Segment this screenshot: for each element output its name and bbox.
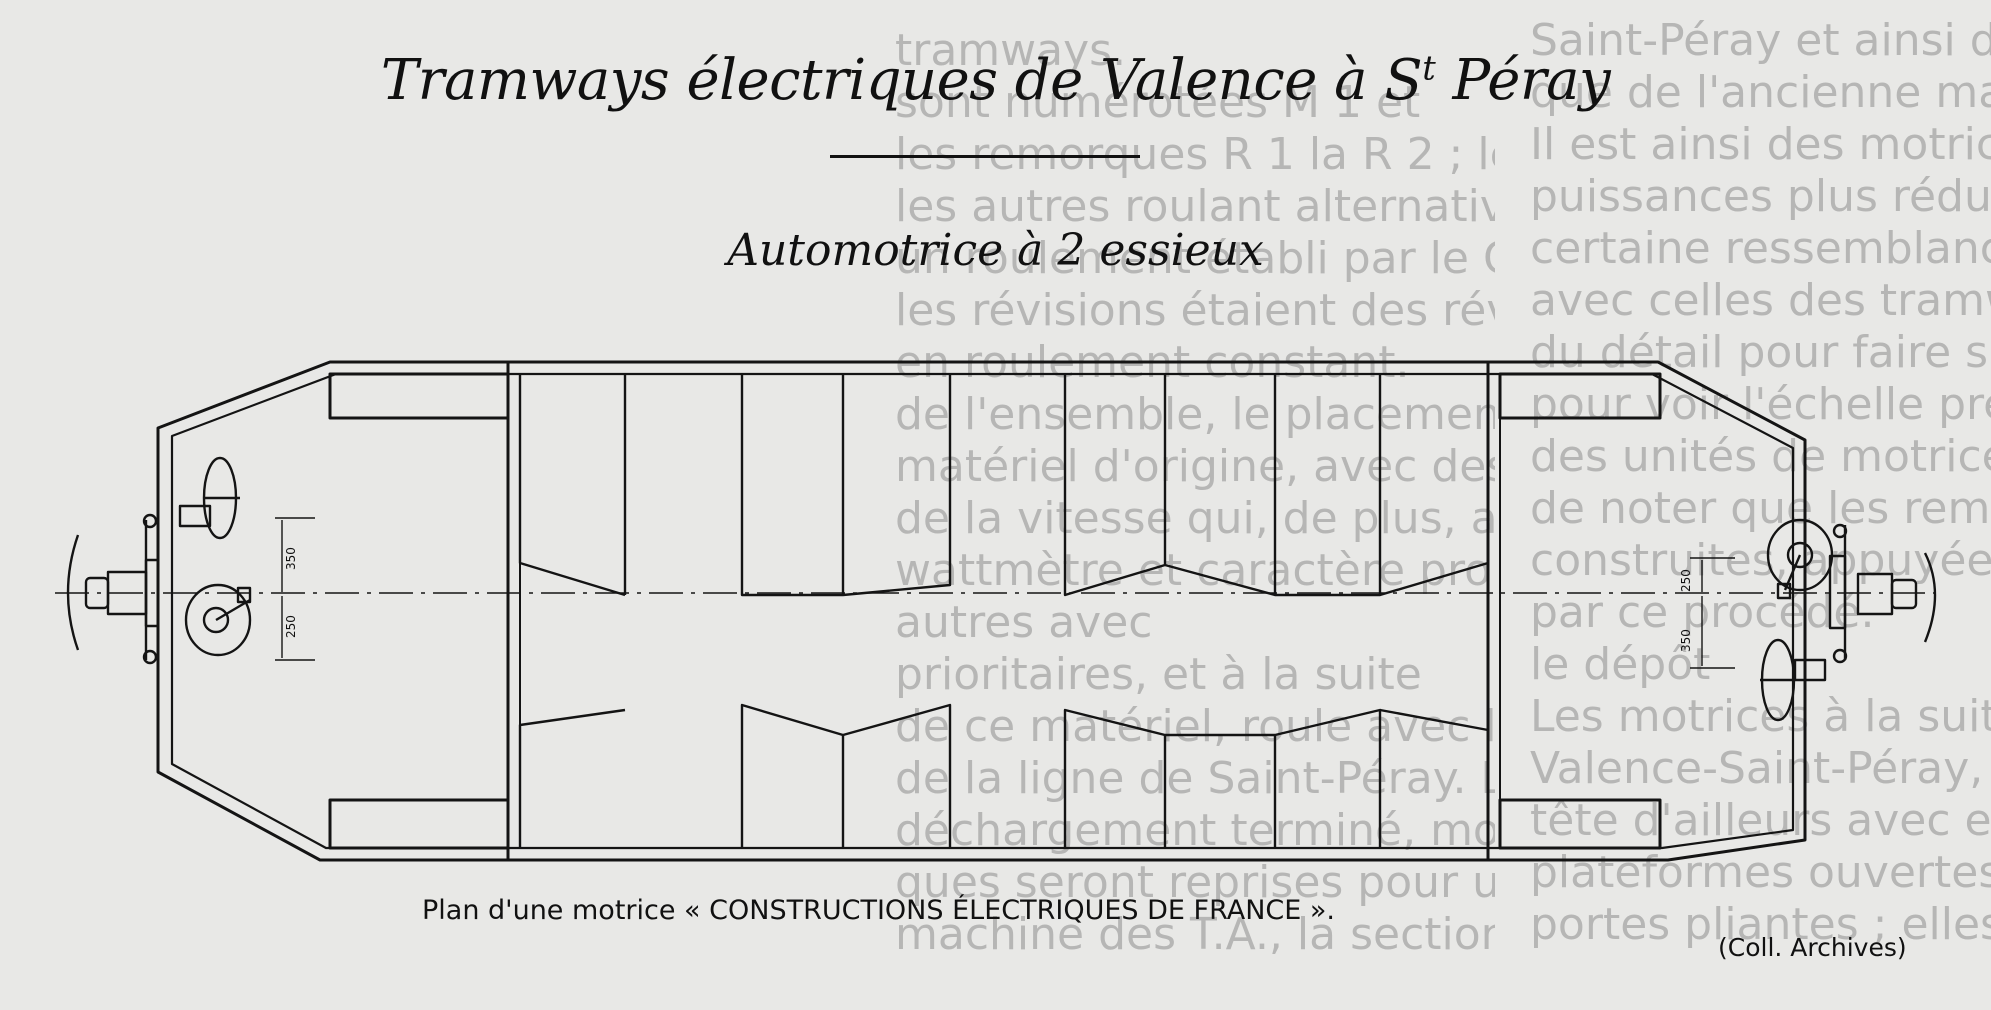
brake-wheel-left <box>178 456 240 540</box>
car-body-outline-outer <box>156 360 1807 862</box>
dimension-label: 250 <box>1679 569 1693 592</box>
dimension-label: 350 <box>1679 629 1693 652</box>
coupler-left <box>66 513 160 665</box>
dimension-lines-left <box>275 517 315 661</box>
platform-seat-top-right <box>1498 372 1662 420</box>
coupler-right <box>1828 523 1937 664</box>
dimension-lines-right <box>1690 557 1735 669</box>
bleed-through-line: ques seront reprises pour une <box>895 857 1495 908</box>
platform-seat-bottom-left <box>328 798 510 850</box>
bleed-through-line: construites, appuyées à un point plus da… <box>1530 535 1991 586</box>
bleed-through-line: matériel d'origine, avec des moteurs, va… <box>895 441 1495 492</box>
dimension-label: 250 <box>284 615 298 638</box>
controller-right <box>1766 518 1834 600</box>
seats-upper-row <box>518 374 1489 597</box>
bleed-through-line: portes pliantes ; elles étaient éclairée… <box>1530 899 1991 950</box>
bleed-through-line: pondant au P.L.M. n'étant pas électrifié… <box>895 961 1495 965</box>
bleed-through-line: du détail pour faire suite au travail <box>1530 327 1991 378</box>
bleed-through-line: machine des T.A., la section de voie cor… <box>895 909 1495 960</box>
bleed-through-line: le dépôt <box>1530 639 1711 690</box>
bleed-through-line: Il est ainsi des motrices d'hier qui, <box>1530 119 1991 170</box>
bleed-through-line: trois grandes baies latérales dont une <box>1530 951 1991 955</box>
seats-lower-row <box>518 703 1490 848</box>
bleed-through-line: avec celles des tramways bretons, <box>1530 275 1991 326</box>
bleed-through-line: les remorques R 1 la R 2 ; les unes et <box>895 129 1495 180</box>
brake-wheel-right <box>1760 638 1827 722</box>
bleed-through-line: pour voir l'échelle prévue, c'est par <box>1530 379 1991 430</box>
car-body-outline-inner <box>170 372 1795 850</box>
dimension-label: 350 <box>284 547 298 570</box>
bleed-through-line: de noter que les remorques étaient <box>1530 483 1991 534</box>
bleed-through-line: Les motrices à la suite de la mise <box>1530 691 1991 742</box>
bleed-through-line: de ce matériel, roule avec le dépôt <box>895 701 1495 752</box>
bleed-through-line: de la ligne de Saint-Péray. Le <box>895 753 1495 804</box>
bleed-through-line: de l'ensemble, le placement se fait sur … <box>895 389 1495 440</box>
bleed-through-line: autres avec <box>895 597 1153 648</box>
bleed-through-line: plateformes ouvertes, fermées par des <box>1530 847 1991 898</box>
controller-left <box>184 583 252 657</box>
bleed-through-line: wattmètre et caractère propre du dit <box>895 545 1495 596</box>
bleed-through-line: tramways. <box>895 25 1127 76</box>
bleed-through-line: sont numérotées M 1 et <box>895 77 1421 128</box>
bleed-through-line: les autres roulant alternativement selon <box>895 181 1495 232</box>
bleed-through-line: les révisions étaient des révisions péri… <box>895 285 1495 336</box>
page-title: Tramways électriques de Valence à St Pér… <box>380 48 1611 113</box>
bleed-through-line: de la vitesse qui, de plus, affecte le <box>895 493 1495 544</box>
figure-credit: (Coll. Archives) <box>1718 933 1907 962</box>
bleed-through-line: puissances plus réduites, on note une <box>1530 171 1991 222</box>
bleed-through-line: un roulement établi par le Chef électric… <box>895 233 1495 284</box>
bleed-through-line: Valence-Saint-Péray, une voiture <box>1530 743 1991 794</box>
bleed-through-line: Saint-Péray et ainsi de Valence, en remo… <box>1530 15 1991 66</box>
platform-seat-bottom-right <box>1498 798 1662 850</box>
bleed-through-line: certaine ressemblance des motrices T.C.F… <box>1530 223 1991 274</box>
bleed-through-line: des unités de motrices, il est intéressa… <box>1530 431 1991 482</box>
title-underline <box>830 155 1140 158</box>
bleed-through-line: tête d'ailleurs avec entrées aux extrémi… <box>1530 795 1991 846</box>
page-subtitle: Automotrice à 2 essieux <box>727 225 1264 276</box>
figure-caption: Plan d'une motrice « CONSTRUCTIONS ÉLECT… <box>422 895 1336 926</box>
bleed-through-line: que de l'ancienne machine à vapeur. <box>1530 67 1991 118</box>
platform-seat-top-left <box>328 372 510 420</box>
bleed-through-line: prioritaires, et à la suite <box>895 649 1422 700</box>
bleed-through-right-column: Saint-Péray et ainsi de Valence, en remo… <box>1530 15 1991 955</box>
